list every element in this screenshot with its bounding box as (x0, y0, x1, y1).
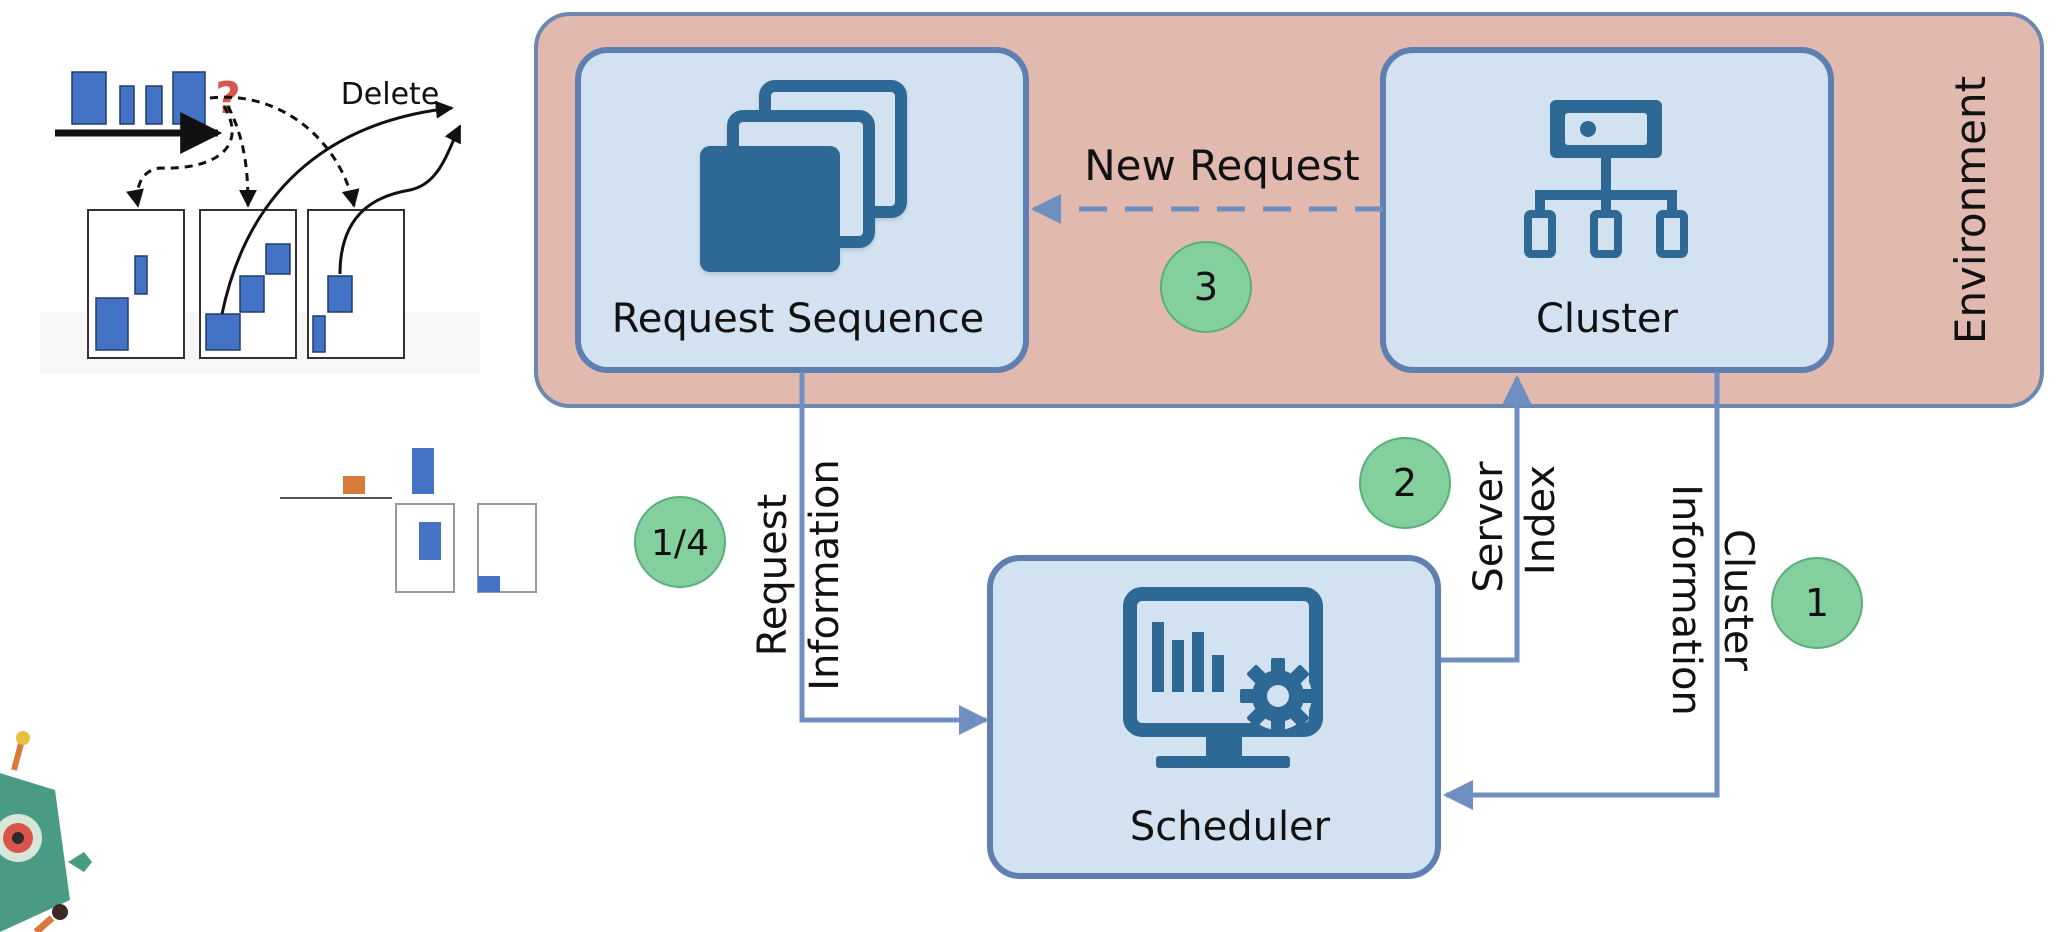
scheduler-box: Scheduler (987, 555, 1441, 879)
mini-state-illustration (280, 448, 537, 593)
new-request-arrow: New Request (1031, 141, 1383, 224)
step-badge-3: 3 (1160, 241, 1252, 333)
cluster-information-label-line2: Information (1663, 484, 1709, 716)
svg-text:3: 3 (1194, 265, 1218, 309)
queue-block (172, 71, 206, 125)
server-index-label-line1: Server (1466, 461, 1512, 593)
step-badge-1: 1 (1771, 557, 1863, 649)
bin-packing-inset: ? Delete (40, 71, 480, 374)
request-information-label-line2: Information (802, 459, 848, 691)
monitor-chart-gear-icon (1123, 587, 1323, 768)
svg-text:1: 1 (1805, 581, 1829, 625)
cluster-label: Cluster (1536, 296, 1679, 342)
robot-icon (0, 731, 92, 932)
step-badge-1-4: 1/4 (634, 496, 726, 588)
server-index-label-line2: Index (1518, 465, 1564, 575)
scheduler-label: Scheduler (1130, 804, 1331, 850)
request-sequence-label: Request Sequence (612, 296, 985, 342)
svg-text:2: 2 (1393, 461, 1417, 505)
delete-label: Delete (341, 77, 440, 112)
cluster-information-label-line1: Cluster (1715, 529, 1761, 672)
queue-block (145, 85, 163, 125)
queue-block (71, 71, 107, 125)
stacked-squares-icon (700, 80, 907, 272)
request-sequence-box: Request Sequence (575, 47, 1029, 373)
server-index-arrow: Server Index (1441, 375, 1564, 663)
environment-label: Environment (1946, 76, 1995, 344)
request-information-arrow: Request Information (750, 372, 989, 735)
new-request-label: New Request (1084, 141, 1360, 190)
request-information-label-line1: Request (750, 494, 796, 656)
cluster-box: Cluster (1380, 47, 1834, 373)
svg-text:1/4: 1/4 (651, 523, 709, 564)
cluster-information-arrow: Cluster Information (1443, 372, 1761, 810)
queue-block (119, 85, 135, 125)
step-badge-2: 2 (1359, 437, 1451, 529)
network-hierarchy-icon (1524, 100, 1688, 258)
